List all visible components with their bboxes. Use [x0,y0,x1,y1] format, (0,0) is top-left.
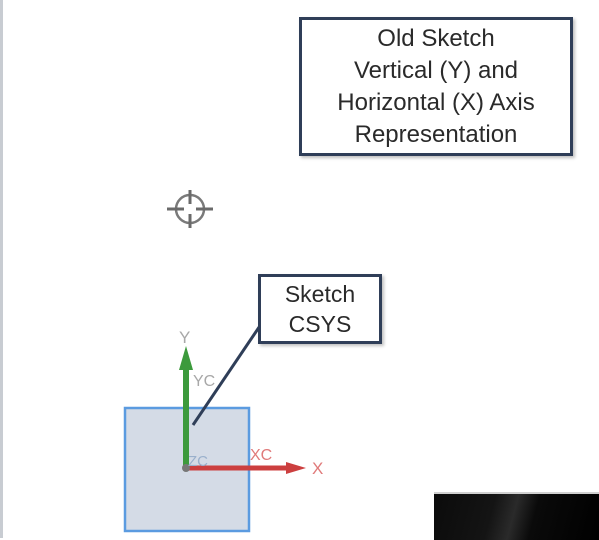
callout-line: Sketch [284,281,356,307]
sketch-csys-callout: Sketch CSYS [258,274,382,344]
canvas-left-border [0,0,3,538]
callout-line: Representation [354,120,518,148]
callout-line: Horizontal (X) Axis [337,88,535,116]
callout-line: CSYS [288,311,352,337]
callout-line: Vertical (Y) and [353,56,519,84]
y-axis[interactable] [179,346,193,468]
yc-axis-label: YC [193,373,215,390]
y-axis-label: Y [179,328,190,347]
crosshair-icon[interactable] [167,190,213,228]
video-thumbnail-overlay [434,492,599,540]
zc-axis-label: ZC [188,453,208,470]
x-axis-label: X [312,459,323,478]
xc-axis-label: XC [250,447,272,464]
x-axis[interactable] [184,462,306,474]
callout-line: Old Sketch [377,24,495,52]
csys-origin-point[interactable] [182,464,190,472]
old-sketch-axis-callout: Old Sketch Vertical (Y) and Horizontal (… [299,17,573,156]
